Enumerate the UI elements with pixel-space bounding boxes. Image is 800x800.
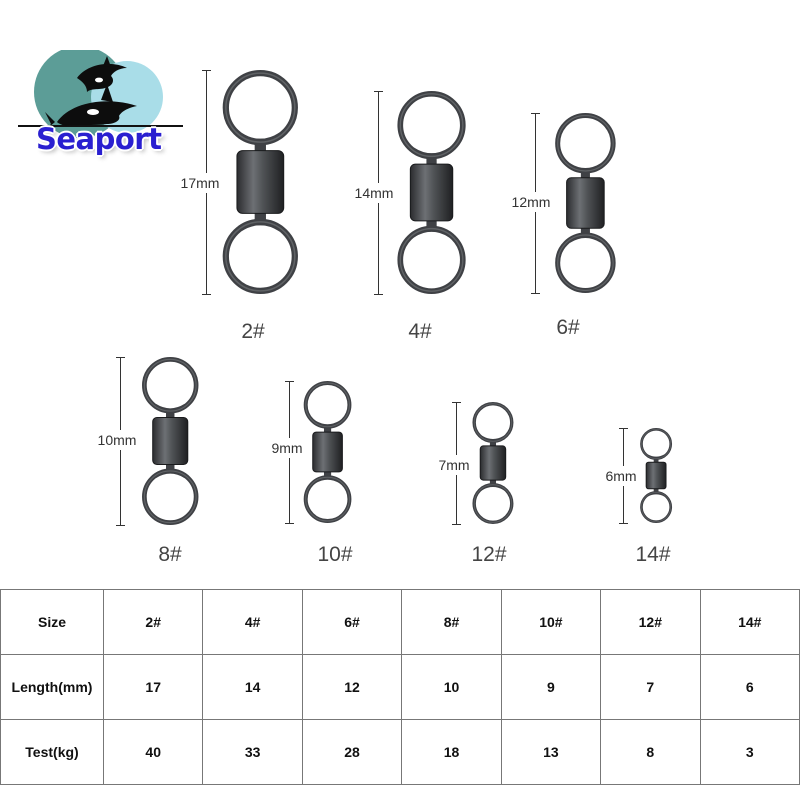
swivel-illustration [472, 402, 514, 524]
table-cell: 10# [500, 589, 602, 655]
dimension-cap [619, 523, 628, 524]
dimension-cap [619, 428, 628, 429]
length-label: 7mm [438, 455, 470, 475]
size-label: 6# [556, 316, 580, 339]
size-label: 12# [471, 543, 507, 566]
swivel-illustration [640, 427, 672, 524]
table-row-size: Size 2# 4# 6# 8# 10# 12# 14# [0, 589, 800, 655]
table-row-length: Length(mm) 17 14 12 10 9 7 6 [0, 654, 800, 720]
orca-logo-icon [18, 46, 183, 138]
row-header-length: Length(mm) [0, 654, 104, 720]
table-cell: 6 [699, 654, 800, 720]
table-cell: 9 [500, 654, 602, 720]
size-label: 10# [317, 543, 353, 566]
table-cell: 18 [401, 719, 502, 785]
dimension-cap [452, 402, 461, 403]
length-label: 10mm [97, 430, 137, 450]
table-cell: 14 [202, 654, 303, 720]
size-label: 2# [241, 320, 265, 343]
brand-name: Seaport [36, 122, 162, 156]
row-header-size: Size [0, 589, 104, 655]
dimension-cap [116, 357, 125, 358]
swivel-illustration [554, 113, 616, 293]
table-cell: 33 [202, 719, 303, 785]
table-cell: 3 [699, 719, 800, 785]
table-cell: 6# [301, 589, 403, 655]
table-cell: 4# [202, 589, 303, 655]
table-cell: 40 [102, 719, 204, 785]
table-cell: 7 [600, 654, 701, 720]
length-label: 12mm [511, 192, 551, 212]
dimension-cap [531, 113, 540, 114]
dimension-cap [116, 525, 125, 526]
dimension-cap [452, 524, 461, 525]
dimension-cap [374, 294, 383, 295]
dimension-cap [374, 91, 383, 92]
swivel-barrel [645, 461, 667, 490]
length-label: 14mm [354, 183, 394, 203]
table-row-test: Test(kg) 40 33 28 18 13 8 3 [0, 719, 800, 785]
row-header-test: Test(kg) [0, 719, 104, 785]
length-label: 9mm [271, 438, 303, 458]
swivel-barrel [565, 177, 605, 229]
swivel-barrel [479, 445, 507, 481]
dimension-cap [531, 293, 540, 294]
length-label: 17mm [180, 173, 220, 193]
dimension-cap [202, 294, 211, 295]
brand-logo [15, 46, 190, 165]
dimension-cap [285, 523, 294, 524]
table-cell: 13 [500, 719, 602, 785]
spec-table: Size 2# 4# 6# 8# 10# 12# 14# Length(mm) … [0, 589, 800, 785]
dimension-cap [285, 381, 294, 382]
table-cell: 8# [401, 589, 502, 655]
table-cell: 28 [301, 719, 403, 785]
table-cell: 12 [301, 654, 403, 720]
swivel-barrel [410, 163, 454, 222]
swivel-illustration [222, 70, 298, 294]
swivel-barrel [312, 431, 344, 473]
swivel-illustration [397, 91, 467, 295]
table-cell: 8 [600, 719, 701, 785]
table-cell: 12# [600, 589, 701, 655]
size-label: 14# [635, 543, 671, 566]
length-label: 6mm [605, 466, 637, 486]
swivel-barrel [151, 416, 189, 466]
table-cell: 17 [102, 654, 204, 720]
table-cell: 2# [102, 589, 204, 655]
swivel-illustration [141, 356, 199, 525]
swivel-illustration [304, 380, 352, 524]
size-label: 8# [158, 543, 182, 566]
dimension-cap [202, 70, 211, 71]
size-label: 4# [408, 320, 432, 343]
table-cell: 10 [401, 654, 502, 720]
swivel-barrel [236, 150, 284, 214]
table-cell: 14# [699, 589, 800, 655]
